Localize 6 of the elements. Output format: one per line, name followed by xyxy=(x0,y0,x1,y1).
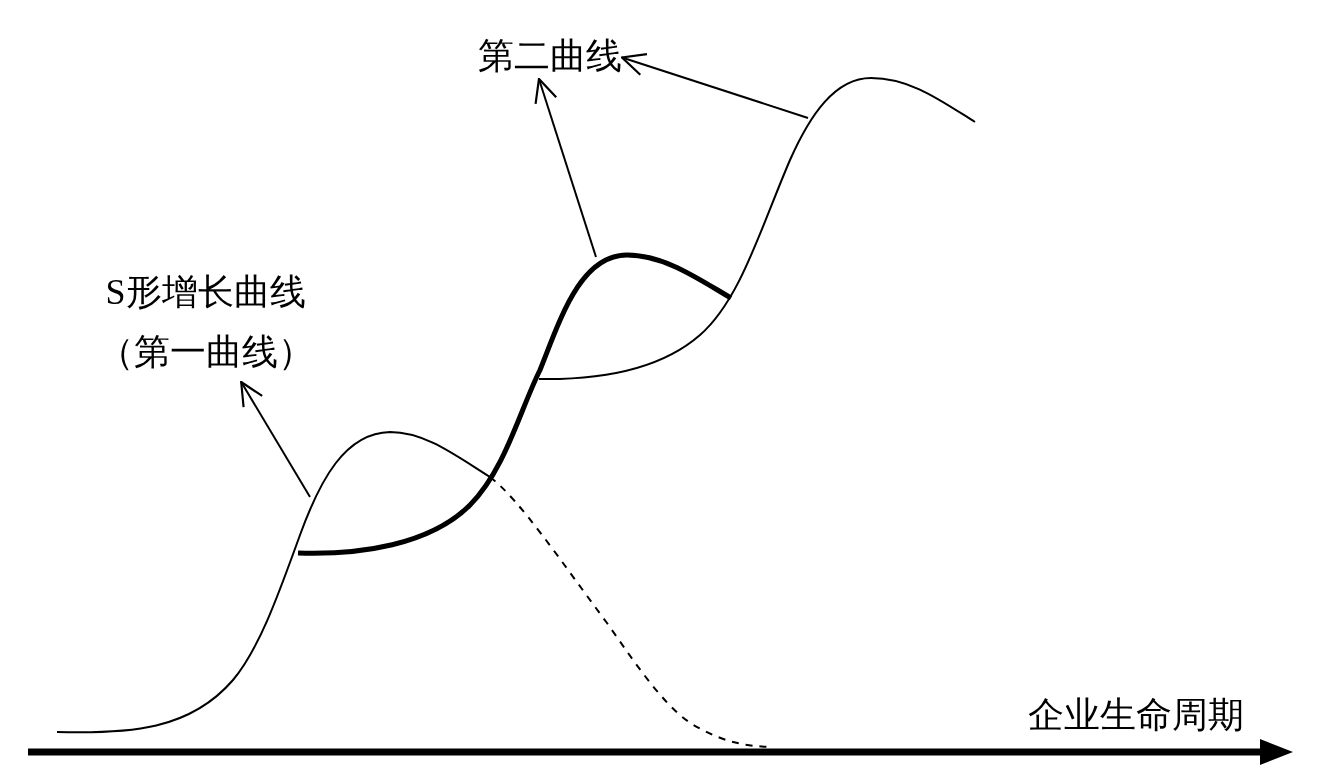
curve-label: S形增长曲线（第一曲线） xyxy=(93,262,318,382)
s-curve xyxy=(538,77,976,380)
axis-label: 企业生命周期 xyxy=(1028,694,1244,737)
leader-arrow xyxy=(620,53,809,119)
leader-arrow xyxy=(240,380,311,498)
curve-label: 第二曲线 xyxy=(478,34,622,79)
